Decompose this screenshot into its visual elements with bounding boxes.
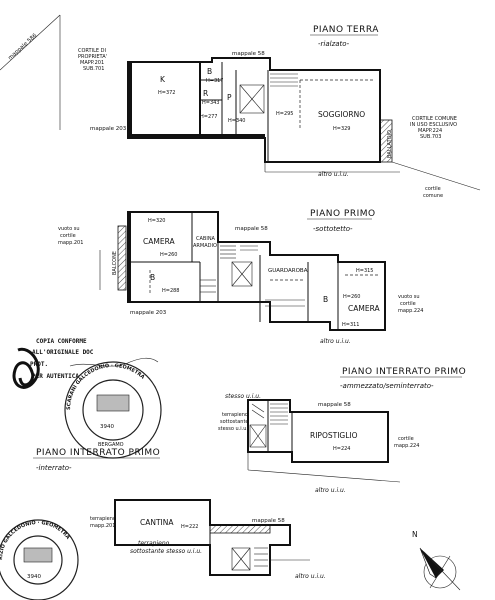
cortile-comune-1: cortile xyxy=(425,186,441,192)
cortile-right-line-4: SUB.703 xyxy=(420,134,441,140)
room-cantina: CANTINA xyxy=(140,518,174,527)
room-r: R xyxy=(203,89,208,98)
cortile-left-line-2: PROPRIETA' xyxy=(78,54,107,60)
stamp-line-2: ALL'ORIGINALE DOC xyxy=(32,349,94,356)
vuoto-left-3: mapp.201 xyxy=(58,240,83,246)
interrato-subtitle: -interrato- xyxy=(36,464,72,472)
vuoto-right-2: cortile xyxy=(400,301,416,307)
mappale-586-label: mappale 586 xyxy=(7,32,38,61)
room-camera-left: CAMERA xyxy=(143,237,175,246)
vuoto-right-1: vuoto su xyxy=(398,294,420,300)
room-d-height: H=277 xyxy=(200,114,218,120)
room-cantina-height: H=222 xyxy=(181,524,199,530)
piano-interrato-primo-interrato: PIANO INTERRATO PRIMO -interrato- mappal… xyxy=(33,448,326,580)
cortile-comune-2: comune xyxy=(423,193,443,199)
seal-city: BERGAMO xyxy=(98,442,124,448)
ammezzato-altro-uiu: altro u.i.u. xyxy=(315,487,346,494)
piano-terra: mappale 586 CORTILE DI PROPRIETA' MAPP.2… xyxy=(0,14,481,199)
room-b-primo-height: H=288 xyxy=(162,288,180,294)
piano-primo: PIANO PRIMO -sottotetto- mappale 58 vuot… xyxy=(58,209,423,345)
interrato-altro-uiu: altro u.i.u. xyxy=(295,573,326,580)
piano-interrato-primo-ammezzato: PIANO INTERRATO PRIMO -ammezzato/seminte… xyxy=(218,367,466,494)
interrato-terrapieno-under-1: terrapieno xyxy=(138,540,170,547)
vuoto-left-1: vuoto su xyxy=(58,226,80,232)
ballatoio-label: BALLATOIO xyxy=(387,130,393,158)
seal-bottom-number: 3940 xyxy=(27,574,41,580)
terra-altro-uiu: altro u.i.u. xyxy=(318,171,349,178)
room-cabina-2: ARMADIO xyxy=(193,243,217,249)
ammezzato-mappale-58: mappale 58 xyxy=(318,402,351,408)
room-ripostiglio: RIPOSTIGLIO xyxy=(310,431,358,440)
vuoto-right-3: mapp.224 xyxy=(398,308,423,314)
primo-altro-uiu: altro u.i.u. xyxy=(320,338,351,345)
ammezzato-stesso-uiu: stesso u.i.u. xyxy=(225,393,261,400)
seal-number: 3940 xyxy=(100,424,114,430)
primo-mappale-58: mappale 58 xyxy=(235,226,268,232)
ammezzato-terrapieno-1: terrapieno xyxy=(222,412,248,418)
cortile-right-line-3: MAPP.224 xyxy=(418,128,442,134)
interrato-terrapieno-left-1: terrapieno xyxy=(90,516,116,522)
north-label: N xyxy=(412,530,418,539)
room-b: B xyxy=(207,67,212,76)
primo-h-right-top: H=315 xyxy=(356,268,374,274)
ammezzato-terrapieno-2: sottostante xyxy=(220,419,248,425)
room-camera-right: CAMERA xyxy=(348,304,380,313)
terra-title: PIANO TERRA xyxy=(313,25,379,35)
cortile-right-line-2: IN USO ESCLUSIVO xyxy=(410,122,457,128)
interrato-terrapieno-under-2: sottostante stesso u.i.u. xyxy=(130,548,202,555)
stamp-line-4: PER AUTENTICA xyxy=(32,373,79,380)
cortile-left-line-1: CORTILE DI xyxy=(78,48,106,54)
primo-h-right: H=260 xyxy=(343,294,361,300)
room-cabina-1: CABINA xyxy=(196,236,216,242)
room-b-primo: B xyxy=(150,273,155,282)
room-k: K xyxy=(160,75,166,84)
cortile-left-line-3: MAPP.201 xyxy=(80,60,104,66)
room-camera-right-height: H=311 xyxy=(342,322,360,328)
room-s-height: H=295 xyxy=(276,111,294,117)
primo-h-top: H=320 xyxy=(148,218,166,224)
geometra-seal-bottom: RIZIO GALCEDONIO · GEOMETRA 3940 xyxy=(0,519,79,600)
ammezzato-cortile-1: cortile xyxy=(398,436,414,442)
primo-title: PIANO PRIMO xyxy=(310,209,376,219)
room-r-height: H=343 xyxy=(202,100,220,106)
interrato-terrapieno-left-2: mapp.201 xyxy=(90,523,115,529)
cortile-left-line-4: SUB.701 xyxy=(83,66,104,72)
north-arrow: N xyxy=(412,530,461,591)
balcone-label: BALCONE xyxy=(112,251,118,275)
vuoto-left-2: cortile xyxy=(60,233,76,239)
stamp-line-1: COPIA CONFORME xyxy=(36,338,87,345)
terra-mappale-58: mappale 58 xyxy=(232,51,265,57)
room-guardaroba: GUARDAROBA xyxy=(268,268,308,274)
room-p: P xyxy=(227,93,232,102)
ammezzato-terrapieno-3: stesso u.i.u. xyxy=(218,426,248,432)
ammezzato-cortile-2: mapp.224 xyxy=(394,443,419,449)
room-c-height: H=340 xyxy=(228,118,246,124)
primo-mappale-203: mappale 203 xyxy=(130,310,167,316)
cortile-right-line-1: CORTILE COMUNE xyxy=(412,116,457,122)
terra-subtitle: -rialzato- xyxy=(318,40,350,48)
primo-subtitle: -sottotetto- xyxy=(313,225,353,233)
geometra-seal: SCARANI GALCEDONIO · GEOMETRA 3940 BERGA… xyxy=(64,361,162,459)
room-ripostiglio-height: H=224 xyxy=(333,446,351,452)
room-b-height: H=317 xyxy=(206,78,224,84)
room-soggiorno-height: H=329 xyxy=(333,126,351,132)
ammezzato-title: PIANO INTERRATO PRIMO xyxy=(342,367,466,377)
terra-mappale-203: mappale 203 xyxy=(90,126,127,132)
room-b2-primo: B xyxy=(323,295,328,304)
interrato-title: PIANO INTERRATO PRIMO xyxy=(36,448,160,458)
primo-h-left: H=260 xyxy=(160,252,178,258)
ammezzato-subtitle: -ammezzato/seminterrato- xyxy=(340,382,434,390)
copia-conforme-stamp: COPIA CONFORME ALL'ORIGINALE DOC PROT. P… xyxy=(12,338,159,389)
room-soggiorno: SOGGIORNO xyxy=(318,110,365,119)
room-k-height: H=372 xyxy=(158,90,176,96)
interrato-mappale-58: mappale 58 xyxy=(252,518,285,524)
